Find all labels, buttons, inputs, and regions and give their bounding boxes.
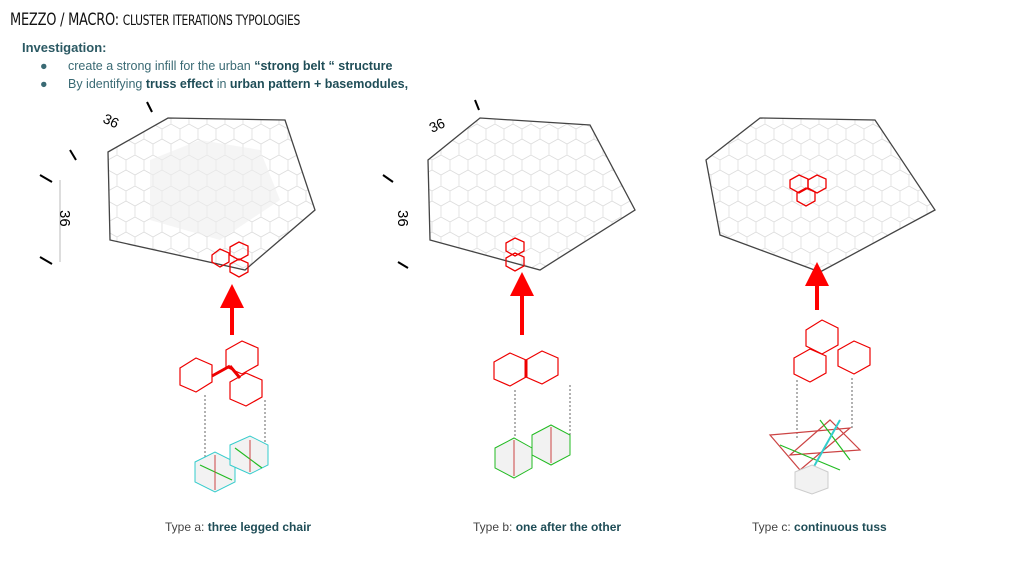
- title-sub: CLUSTER ITERATIONS TYPOLOGIES: [122, 13, 301, 29]
- highlight-cluster: [211, 241, 249, 278]
- title-main: MEZZO / MACRO:: [10, 10, 119, 30]
- module-type-b: [493, 350, 571, 479]
- caption-prefix: Type c:: [752, 520, 795, 534]
- bullet-text: in: [213, 77, 230, 91]
- dimension-label: 36: [394, 210, 411, 227]
- caption-type-c: Type c: continuous tuss: [752, 520, 887, 534]
- caption-name: three legged chair: [207, 520, 312, 534]
- dimension-label: 36: [101, 110, 122, 131]
- caption-type-a: Type a: three legged chair: [165, 520, 311, 534]
- investigation-heading: Investigation:: [22, 40, 107, 55]
- caption-name: one after the other: [515, 520, 622, 534]
- caption-type-b: Type b: one after the other: [473, 520, 621, 534]
- plate-type-c: [705, 117, 936, 273]
- caption-name: continuous tuss: [794, 520, 887, 534]
- highlight-cluster: [505, 237, 525, 272]
- caption-prefix: Type a:: [165, 520, 208, 534]
- plate-type-b: [382, 99, 636, 272]
- highlight-cluster: [789, 174, 827, 207]
- bullet-text: create a strong infill for the urban: [68, 59, 255, 73]
- module-type-c: [768, 319, 871, 495]
- plate-type-a: [39, 101, 316, 278]
- dimension-label: 36: [427, 115, 448, 136]
- bullet-bold: “strong belt “ structure: [254, 59, 393, 73]
- dimension-label: 36: [56, 210, 73, 227]
- bullet-1: ●create a strong infill for the urban “s…: [40, 59, 393, 73]
- bullet-bold: urban pattern + basemodules,: [229, 77, 409, 91]
- page-title: MEZZO / MACRO: CLUSTER ITERATIONS TYPOLO…: [10, 10, 300, 30]
- bullet-text: By identifying: [68, 77, 146, 91]
- module-type-a: [179, 340, 269, 493]
- bullet-2: ●By identifying truss effect in urban pa…: [40, 77, 409, 91]
- caption-prefix: Type b:: [473, 520, 516, 534]
- bullet-bold: truss effect: [145, 77, 214, 91]
